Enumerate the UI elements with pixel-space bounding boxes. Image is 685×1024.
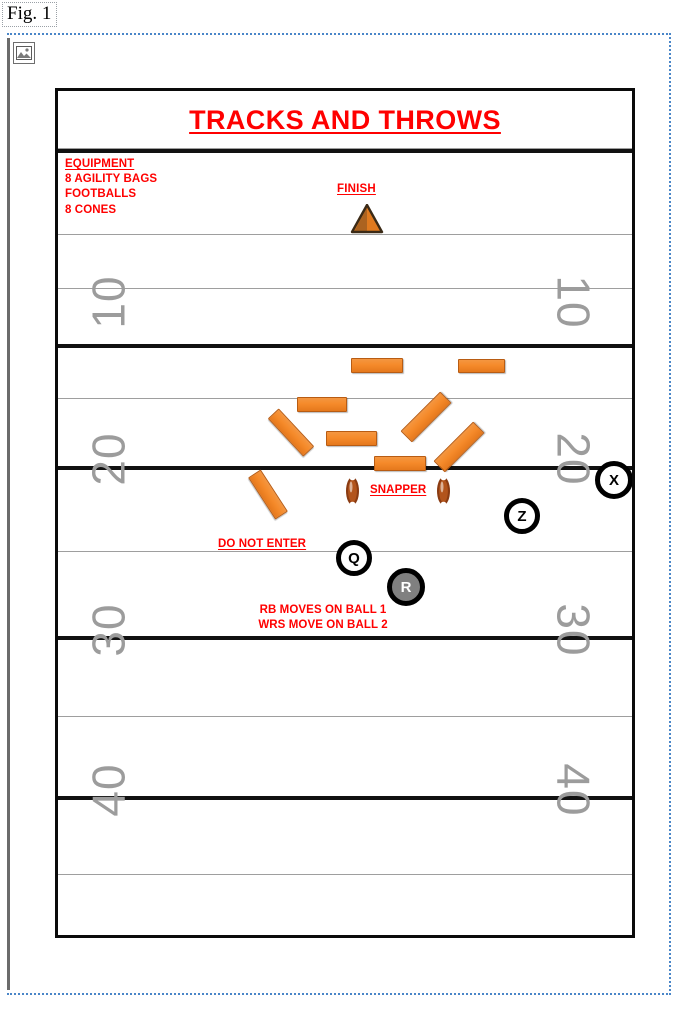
yard-line-thick-10	[58, 344, 632, 348]
player-label-x: X	[608, 471, 619, 489]
picture-icon[interactable]	[13, 42, 35, 64]
player-marker-q[interactable]: Q	[336, 540, 372, 576]
yard-line-thin-5	[58, 716, 632, 717]
equipment-heading: EQUIPMENT	[65, 158, 135, 170]
yard-line-thin-6	[58, 874, 632, 875]
agility-bag-3	[297, 397, 347, 412]
player-label-q: Q	[348, 549, 360, 567]
player-marker-r[interactable]: R	[387, 568, 425, 606]
agility-bag-8	[433, 421, 485, 473]
yard-line-thick-30	[58, 636, 632, 640]
yard-line-thick-0	[58, 149, 632, 153]
agility-bag-5	[374, 456, 426, 471]
equipment-item-0: 8 AGILITY BAGS	[65, 173, 158, 186]
player-label-z: Z	[517, 507, 527, 525]
yard-line-title-separator	[58, 148, 632, 149]
yard-number-left-20: 20	[82, 432, 135, 486]
yard-number-left-30: 30	[82, 603, 135, 657]
agility-bag-1	[351, 358, 403, 373]
agility-bag-7	[400, 391, 452, 443]
diagram-title-band: TRACKS AND THROWS	[58, 91, 632, 149]
equipment-item-1: FOOTBALLS	[65, 188, 137, 201]
yard-number-left-40: 40	[82, 763, 135, 817]
yard-line-thick-20	[58, 466, 632, 470]
figure-caption: Fig. 1	[2, 2, 58, 27]
field-inner: TRACKS AND THROWS EQUIPMENT 8 AGILITY BA…	[58, 91, 632, 935]
yard-line-thin-1	[58, 234, 632, 235]
agility-bag-4	[326, 431, 377, 446]
agility-bag-2	[458, 359, 505, 373]
player-marker-x[interactable]: X	[595, 461, 632, 499]
note-rb-moves: RB MOVES ON BALL 1	[259, 604, 387, 616]
football-icon-2	[436, 476, 451, 506]
page-title: TRACKS AND THROWS	[189, 104, 501, 135]
agility-bag-6	[267, 408, 315, 457]
yard-number-right-30: 30	[547, 603, 600, 657]
finish-label: FINISH	[337, 183, 376, 195]
equipment-item-2: 8 CONES	[65, 203, 117, 216]
player-marker-z[interactable]: Z	[504, 498, 540, 534]
yard-line-thin-2	[58, 288, 632, 289]
do-not-enter-label: DO NOT ENTER	[218, 538, 307, 550]
yard-line-thick-40	[58, 796, 632, 800]
yard-number-right-40: 40	[547, 763, 600, 817]
yard-number-right-20: 20	[547, 432, 600, 486]
agility-bag-9	[248, 469, 288, 520]
note-wrs-move: WRS MOVE ON BALL 2	[258, 619, 388, 631]
football-icon-1	[345, 476, 360, 506]
content-left-margin-bar	[7, 38, 10, 990]
equipment-list: EQUIPMENT 8 AGILITY BAGS FOOTBALLS 8 CON…	[65, 157, 157, 218]
cone-icon	[350, 203, 384, 234]
yard-number-right-10: 10	[547, 275, 600, 329]
yard-number-left-10: 10	[82, 275, 135, 329]
play-diagram-field: TRACKS AND THROWS EQUIPMENT 8 AGILITY BA…	[55, 88, 635, 938]
snapper-label: SNAPPER	[370, 484, 427, 496]
player-label-r: R	[400, 578, 412, 596]
